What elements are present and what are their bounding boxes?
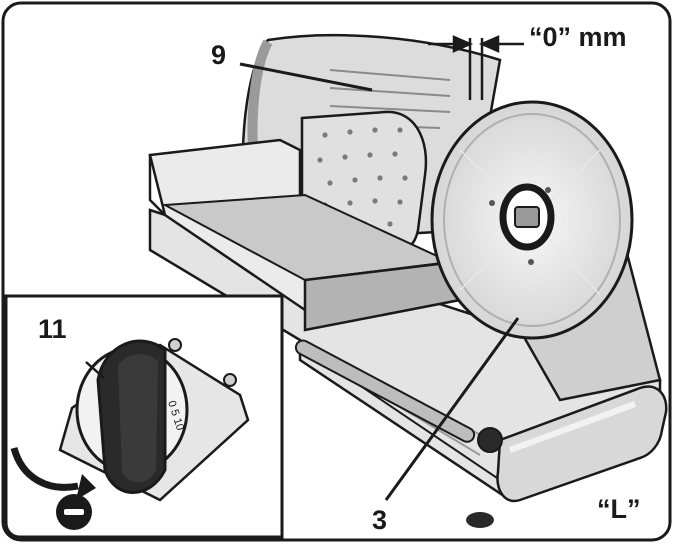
rotate-arrow-icon — [10, 446, 79, 491]
minus-icon — [56, 494, 92, 530]
position-marker-label: “L” — [597, 494, 641, 524]
leader-line-11 — [85, 361, 105, 379]
callout-11-label: 11 — [38, 314, 67, 344]
callout-9-label: 9 — [211, 40, 227, 70]
blade — [430, 100, 634, 340]
inset-panel: 0 5 10 — [4, 294, 284, 539]
thickness-dimension — [428, 35, 524, 100]
side-plate — [466, 385, 668, 528]
thickness-setting-label: “0” mm — [529, 22, 627, 52]
leader-line-9 — [239, 62, 373, 92]
callout-3-label: 3 — [372, 505, 388, 535]
carriage-tray — [148, 138, 468, 332]
leader-line-3 — [384, 317, 520, 501]
